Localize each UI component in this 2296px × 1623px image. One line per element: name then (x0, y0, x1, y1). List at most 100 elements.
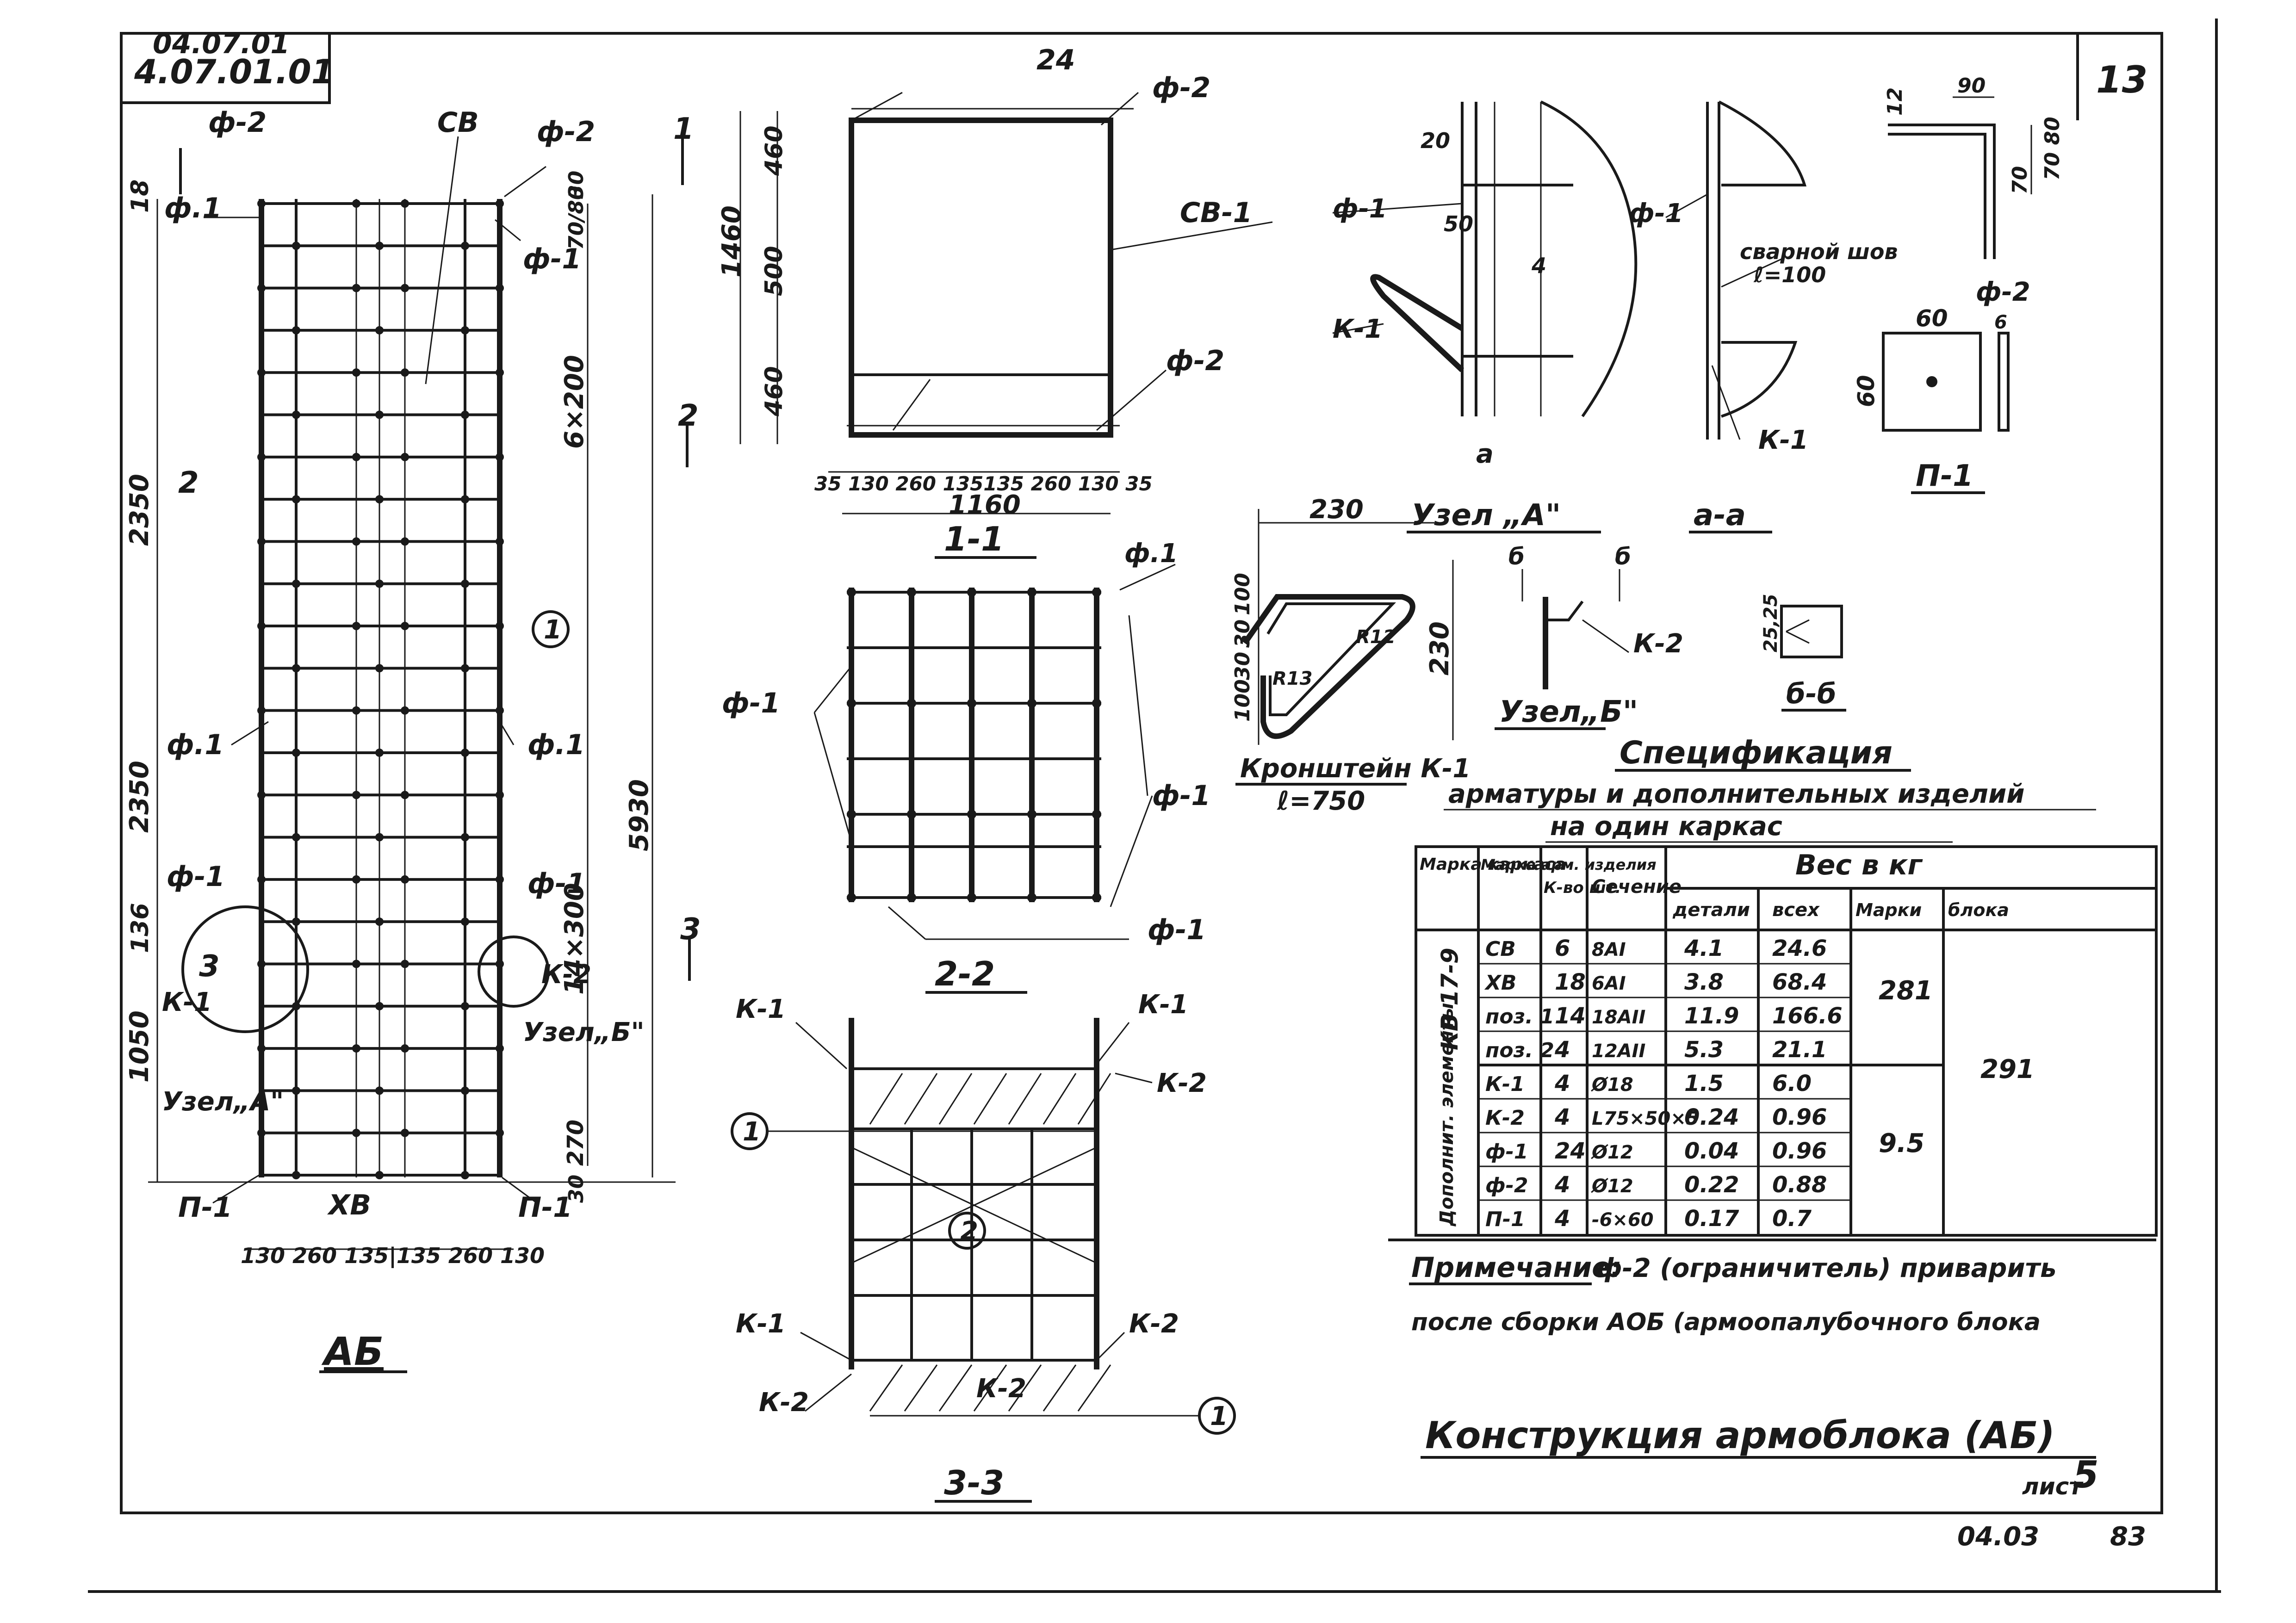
spec-h-w-mark: Марки (1855, 900, 1922, 920)
k1-title: Кронштейн К-1 (1240, 754, 1471, 784)
spec-cell-w-detail: 3.8 (1684, 969, 1724, 995)
dim-270: 270 (563, 1120, 589, 1166)
elevation-bar-dot (401, 284, 409, 292)
s11-label-f2-mid: ф-2 (1166, 345, 1224, 377)
elevation-bar-dot (292, 242, 300, 250)
s33-hatch-line (1077, 1073, 1111, 1125)
spec-cell-w-total: 0.88 (1772, 1172, 1827, 1198)
s22-node (1027, 588, 1036, 597)
elevation-bar-dot (496, 791, 504, 799)
spec-h-w-detail: детали (1672, 899, 1750, 921)
spec-cell-w-detail: 4.1 (1684, 935, 1724, 961)
s22-label-f1-right: ф-1 (1152, 780, 1210, 812)
callout-1-label: 1 (544, 615, 562, 645)
p1-dim-70: 70 (2008, 166, 2032, 194)
dim-2350-b: 2350 (124, 761, 155, 833)
node-a-label-f1: ф-1 (1333, 194, 1387, 224)
s33-hatch-line (973, 1364, 1007, 1412)
spec-mark-weight-1: 281 (1879, 976, 1933, 1006)
elevation-bar-dot (292, 579, 300, 588)
corner-code-box (120, 32, 331, 104)
s33-label-k2-mid: К-2 (976, 1374, 1026, 1404)
elevation-bar-dot (375, 242, 384, 250)
note-label: Примечание: (1411, 1251, 1622, 1284)
s33-hatch-line (904, 1364, 938, 1412)
dim-14x300: 14×300 (559, 883, 590, 995)
dim-70-80: 70/80 (565, 186, 588, 250)
spec-h-section: Сечение (1592, 876, 1682, 898)
k1-dim-30-a: 30 (1231, 619, 1254, 648)
node-b: б б К-2 25,25 б-б Узел„Б" (1495, 543, 1846, 730)
p1-dim-60-a: 60 (1916, 305, 1948, 332)
elevation-horizontal-bars (257, 199, 504, 1179)
spec-cell-section: 8АI (1592, 939, 1626, 960)
elevation-bar-dot (257, 791, 266, 799)
s11-dim-total: 1160 (949, 490, 1021, 520)
elevation-bar-dot (257, 537, 266, 546)
spec-cell-w-total: 0.96 (1772, 1104, 1827, 1130)
spec-cell-w-detail: 0.17 (1684, 1206, 1739, 1232)
spec-cell-w-total: 21.1 (1772, 1037, 1827, 1063)
elevation-bar-dot (352, 452, 360, 461)
elevation-bar-dot (352, 284, 360, 292)
elevation-bar-dot (496, 875, 504, 884)
k1-dim-100-a: 100 (1231, 573, 1254, 615)
spec-cell-w-detail: 0.24 (1684, 1104, 1739, 1130)
label-3: 3 (199, 949, 220, 984)
s33-label-k1-tl: К-1 (736, 994, 786, 1024)
s33-hatch-line (1077, 1364, 1111, 1412)
s11-dim-bottom-row: 35 130 260 135135 260 130 35 (814, 472, 1153, 495)
elevation-bar-dot (461, 410, 469, 419)
sheet-frame (120, 32, 2163, 1514)
elevation-bar-dot (257, 452, 266, 461)
spec-cell-count: 4 (1554, 1037, 1570, 1063)
spec-cell-count: 4 (1554, 1104, 1570, 1130)
spec-cell-mark: ХВ (1484, 971, 1516, 995)
nb-mark-b1: б (1508, 543, 1525, 570)
elevation-bar-dot (257, 1044, 266, 1053)
elevation-bar-dot (496, 1044, 504, 1053)
spec-cell-mark: П-1 (1485, 1208, 1525, 1231)
label-xb: ХВ (327, 1189, 371, 1221)
s22-node (847, 588, 856, 597)
s11-dim-1460: 1460 (717, 205, 747, 278)
s22-node (907, 810, 916, 819)
s22-node (1027, 893, 1036, 902)
elevation-bar-dot (401, 960, 409, 968)
s33-hatch-line (973, 1073, 1007, 1125)
s33-hatch-line (1043, 1073, 1077, 1125)
s33-hatch-line (904, 1073, 938, 1125)
spec-cell-w-total: 24.6 (1772, 935, 1827, 961)
elevation-bar-dot (401, 791, 409, 799)
elevation-bar-dot (257, 284, 266, 292)
label-f1-low-right: ф-1 (527, 867, 586, 900)
elevation-bar-dot (461, 1171, 469, 1179)
elevation-bar-dot (292, 917, 300, 926)
dim-136: 136 (126, 903, 154, 953)
k1-length: ℓ=750 (1277, 786, 1365, 816)
spec-h-mark-frame: Марка каркаса (1420, 855, 1566, 874)
spec-cell-mark: К-2 (1485, 1106, 1525, 1130)
aa-label-f1: ф-1 (1629, 198, 1683, 229)
node-b-circle (478, 935, 550, 1008)
s11-dim-460-b: 460 (760, 366, 788, 417)
k1-dim-100-b: 100 (1231, 679, 1254, 722)
spec-mark-weight-2: 9.5 (1879, 1128, 1924, 1158)
note-text-2: после сборки АОБ (армоопалубочного блока (1411, 1308, 2041, 1336)
spec-cell-mark: поз. 2 (1485, 1039, 1554, 1062)
dim-5930: 5930 (624, 779, 654, 851)
label-cb: СВ (437, 106, 479, 139)
elevation-bar-dot (257, 199, 266, 208)
label-f1-mid-left: ф.1 (167, 729, 224, 761)
s22-node (847, 893, 856, 902)
nb-mark-b2: б (1615, 543, 1631, 570)
s22-node (967, 699, 976, 708)
elevation-bar-dot (292, 1086, 300, 1095)
spec-cell-mark: СВ (1485, 937, 1516, 961)
spec-cell-w-total: 0.7 (1772, 1206, 1812, 1232)
label-f1-top-left: ф.1 (164, 192, 222, 224)
spec-cell-count: 4 (1554, 1206, 1570, 1232)
label-f2-top-right: ф-2 (537, 116, 595, 148)
spec-cell-section: 6АI (1592, 973, 1626, 994)
dim-1050: 1050 (124, 1010, 155, 1083)
